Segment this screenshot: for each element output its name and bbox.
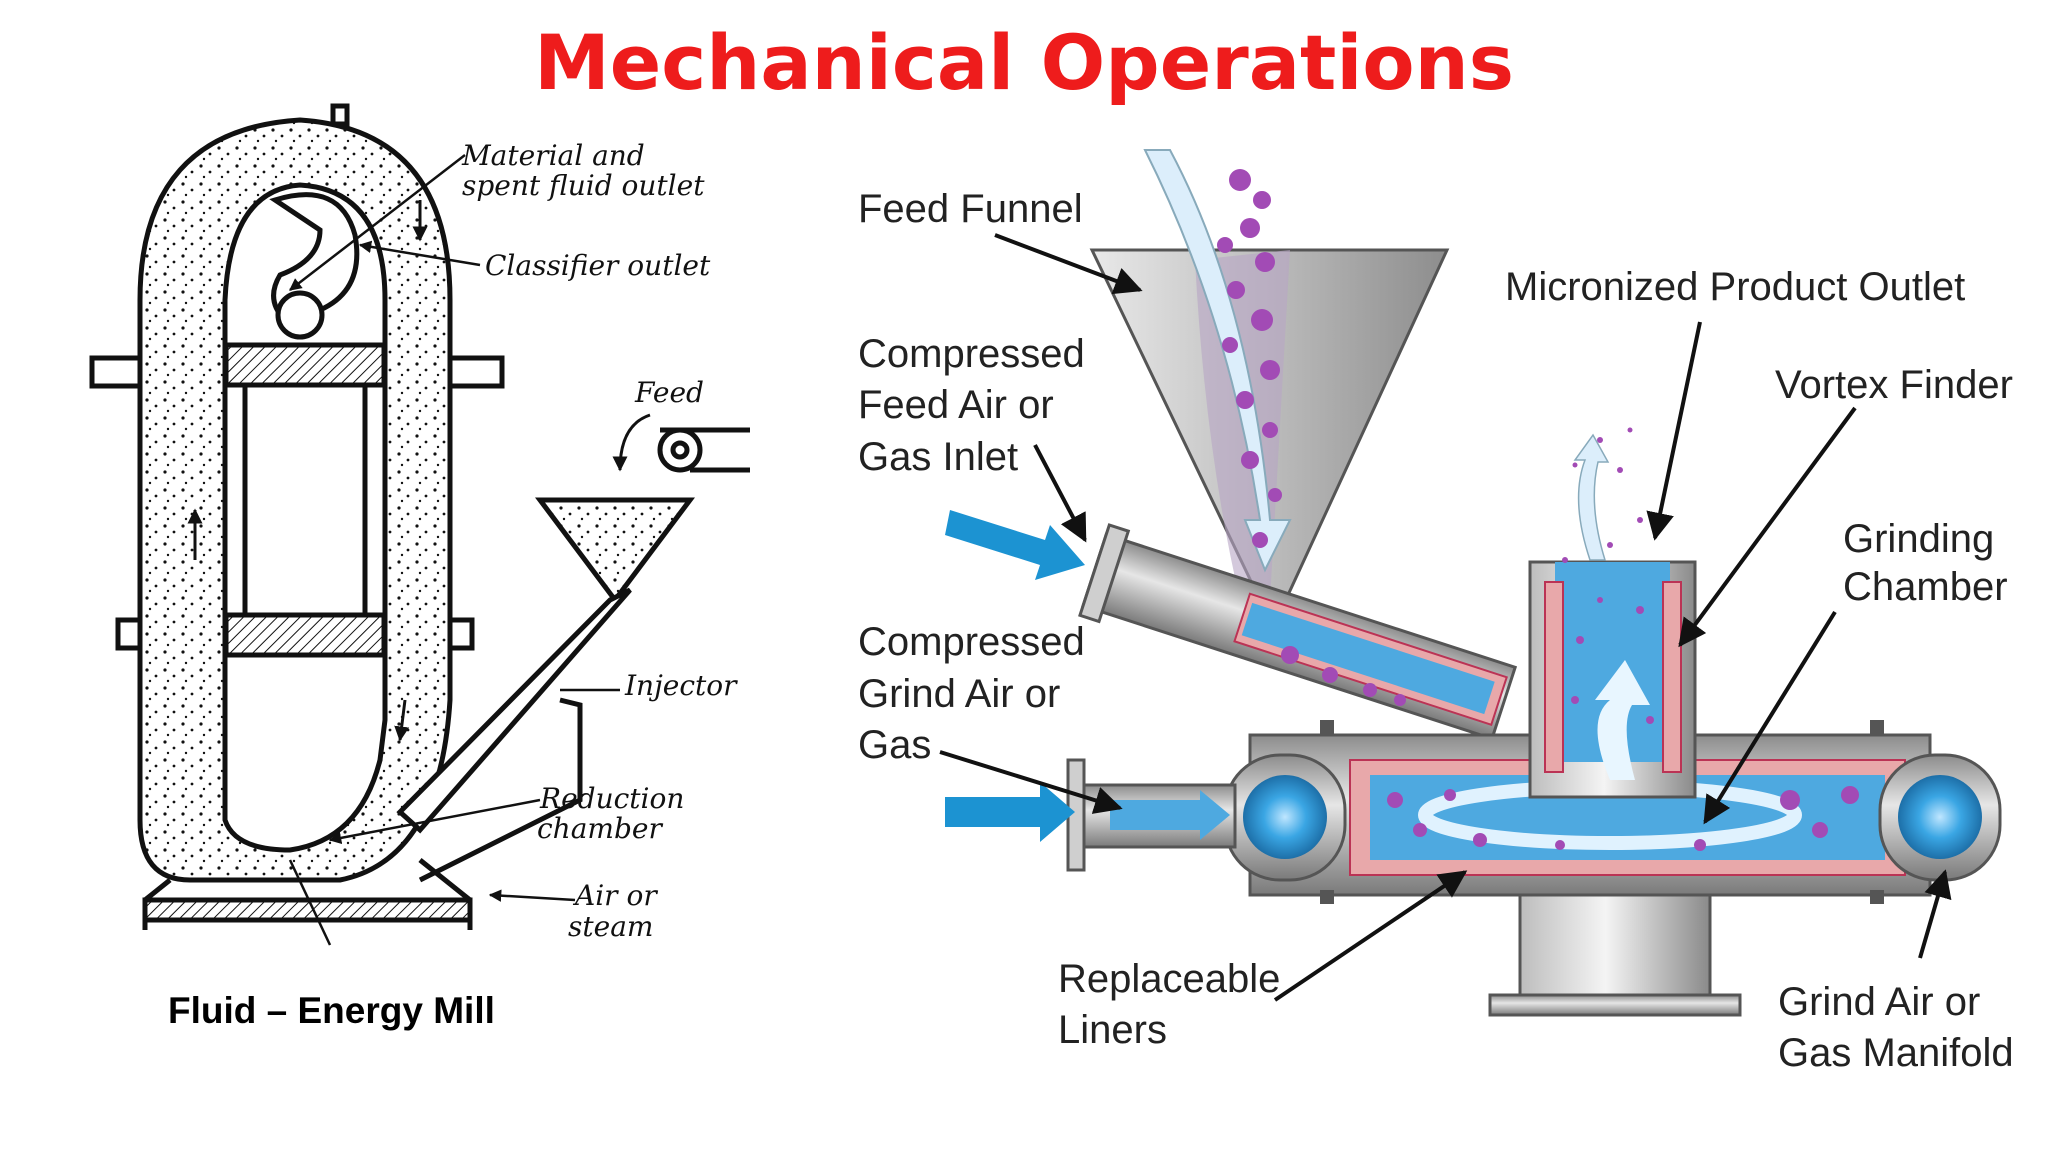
mill-base-frame	[142, 858, 473, 930]
vortex-finder-right	[1662, 581, 1682, 773]
mill-flange-upper-left	[89, 355, 143, 389]
outlet-exit-arrow	[1573, 433, 1610, 561]
label-compressed-feed-3: Gas Inlet	[858, 435, 1018, 479]
mill-feed-roller	[657, 427, 703, 473]
vortex-finder-left	[1544, 581, 1564, 773]
label-reduction-1: Reduction	[539, 782, 684, 815]
label-classifier-outlet: Classifier outlet	[485, 249, 711, 282]
label-manifold-1: Grind Air or	[1778, 980, 1980, 1024]
label-manifold-2: Gas Manifold	[1778, 1031, 2014, 1075]
mill-classifier-outlet-circle	[275, 290, 325, 340]
mill-center-block	[242, 382, 368, 618]
feed-air-arrow	[945, 510, 1085, 580]
label-grinding-2: Chamber	[1843, 565, 2008, 609]
mill-flange-lower-right	[447, 617, 475, 651]
label-liners-1: Replaceable	[1058, 957, 1280, 1001]
label-compressed-feed-2: Feed Air or	[858, 383, 1054, 427]
mill-hatched-plate-top	[223, 342, 387, 388]
label-vortex-finder: Vortex Finder	[1775, 363, 2013, 407]
mill-base	[142, 897, 473, 923]
grind-air-arrow	[945, 782, 1075, 842]
mill-flange-lower-left	[115, 617, 143, 651]
mill-air-pipe	[418, 697, 583, 883]
mill-hatched-plate-bottom	[223, 612, 387, 658]
left-diagram-caption: Fluid – Energy Mill	[168, 990, 495, 1031]
right-leader-lines	[939, 233, 1952, 1002]
jet-mill-drawing	[945, 149, 2002, 1017]
mill-feed-funnel	[535, 497, 695, 605]
label-compressed-grind-3: Gas	[858, 723, 931, 767]
label-compressed-feed-1: Compressed	[858, 332, 1085, 376]
left-leader-lines	[288, 154, 620, 946]
fluid-energy-mill-drawing	[89, 103, 750, 930]
label-reduction-2: chamber	[537, 812, 663, 845]
outlet-rise-arrow	[1595, 660, 1650, 780]
particles	[1217, 169, 1859, 851]
mill-top-nipple	[330, 103, 350, 127]
mill-flange-upper-right	[447, 355, 505, 389]
label-compressed-grind-1: Compressed	[858, 620, 1085, 664]
label-micronized-outlet: Micronized Product Outlet	[1505, 265, 1965, 309]
label-material-outlet-2: spent fluid outlet	[462, 169, 705, 202]
label-feed: Feed	[634, 376, 704, 409]
label-air-2: steam	[568, 910, 653, 943]
label-compressed-grind-2: Grind Air or	[858, 672, 1060, 716]
feed-inlet-pipe	[1078, 523, 1518, 741]
page-title: Mechanical Operations	[534, 18, 1514, 107]
label-injector: Injector	[624, 669, 738, 702]
support-stand	[1518, 893, 1712, 997]
mill-injector-pipe	[396, 587, 632, 834]
label-material-outlet-1: Material and	[461, 139, 645, 172]
label-feed-funnel: Feed Funnel	[858, 187, 1083, 231]
label-air-1: Air or	[572, 879, 658, 912]
label-grinding-1: Grinding	[1843, 517, 1994, 561]
label-liners-2: Liners	[1058, 1008, 1167, 1052]
